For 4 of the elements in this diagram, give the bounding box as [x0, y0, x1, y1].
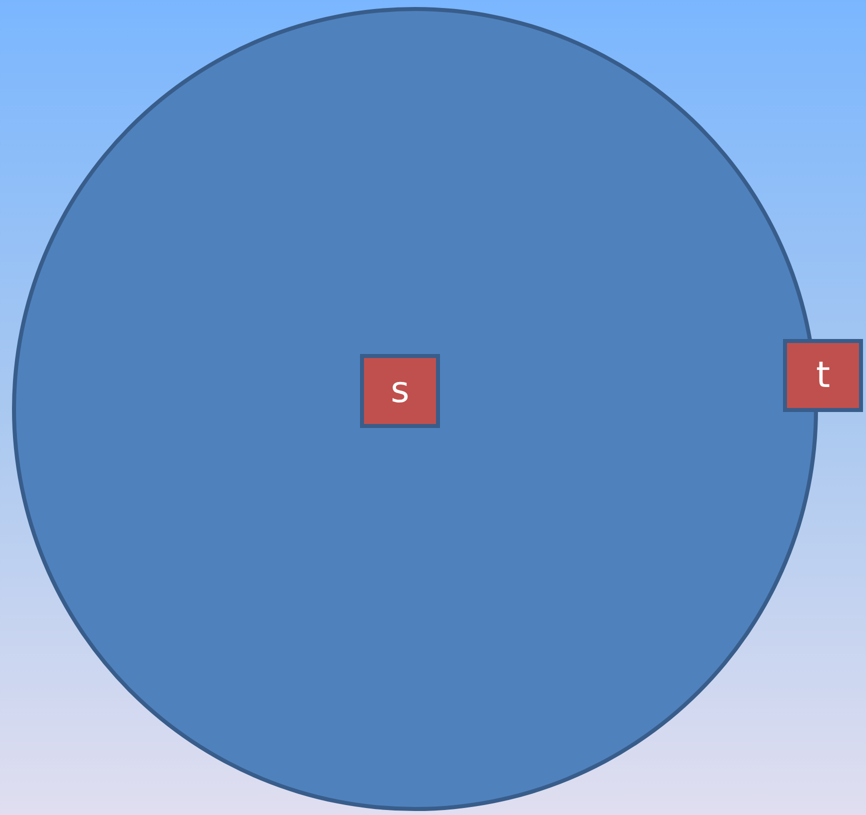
label-box [360, 354, 440, 428]
node-label: t [816, 358, 830, 394]
label-box [783, 339, 863, 412]
node-label: s [390, 373, 410, 409]
